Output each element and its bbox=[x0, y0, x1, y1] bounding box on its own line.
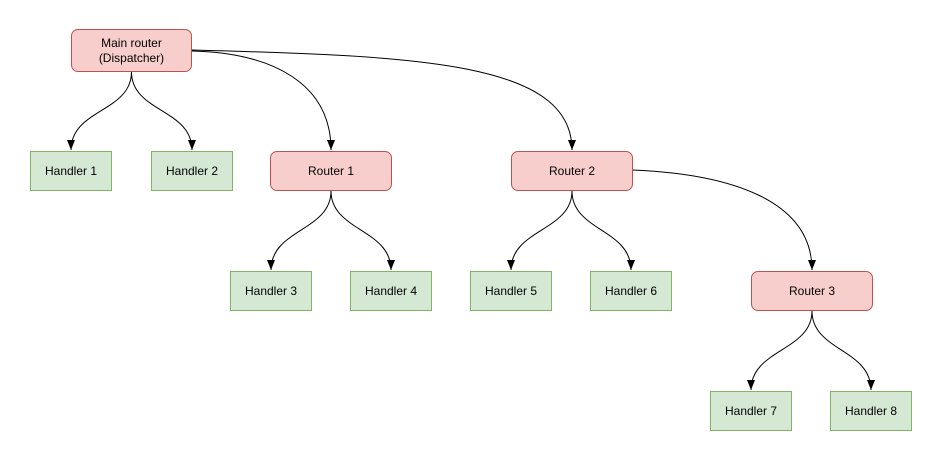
node-handler-3-label: Handler 3 bbox=[244, 283, 298, 298]
edge-router1-to-handler3 bbox=[267, 190, 332, 271]
node-handler-6: Handler 6 bbox=[590, 271, 672, 311]
edge-main-to-router1 bbox=[191, 50, 335, 151]
node-handler-4: Handler 4 bbox=[350, 271, 432, 311]
node-main-router: Main router (Dispatcher) bbox=[71, 29, 192, 72]
node-router-2: Router 2 bbox=[511, 151, 633, 191]
edge-router2-to-router3 bbox=[632, 169, 816, 271]
node-handler-8-label: Handler 8 bbox=[844, 403, 898, 418]
node-handler-3: Handler 3 bbox=[230, 271, 312, 311]
edge-main-to-handler1 bbox=[67, 71, 132, 151]
node-router-3: Router 3 bbox=[751, 271, 873, 311]
edge-router2-to-handler5 bbox=[507, 190, 573, 271]
node-handler-6-label: Handler 6 bbox=[604, 283, 658, 298]
node-handler-2-label: Handler 2 bbox=[165, 163, 219, 178]
edge-router2-to-handler6 bbox=[571, 190, 635, 271]
node-handler-4-label: Handler 4 bbox=[364, 283, 418, 298]
edge-main-to-router2 bbox=[191, 49, 576, 151]
edge-router3-to-handler8 bbox=[811, 310, 875, 391]
node-handler-1-label: Handler 1 bbox=[44, 163, 98, 178]
node-router-2-label: Router 2 bbox=[548, 163, 596, 178]
node-router-1: Router 1 bbox=[270, 151, 392, 191]
edge-main-to-handler2 bbox=[131, 71, 196, 151]
node-handler-7: Handler 7 bbox=[710, 391, 792, 431]
edge-router1-to-handler4 bbox=[330, 190, 395, 271]
node-router-1-label: Router 1 bbox=[307, 163, 355, 178]
node-handler-2: Handler 2 bbox=[151, 151, 233, 191]
node-handler-7-label: Handler 7 bbox=[724, 403, 778, 418]
node-handler-8: Handler 8 bbox=[830, 391, 912, 431]
node-handler-5-label: Handler 5 bbox=[484, 283, 538, 298]
node-handler-1: Handler 1 bbox=[30, 151, 112, 191]
node-router-3-label: Router 3 bbox=[788, 283, 836, 298]
edge-router3-to-handler7 bbox=[747, 310, 813, 391]
node-handler-5: Handler 5 bbox=[470, 271, 552, 311]
node-main-router-label-line1: Main router bbox=[101, 35, 162, 50]
node-main-router-label-line2: (Dispatcher) bbox=[98, 50, 165, 65]
